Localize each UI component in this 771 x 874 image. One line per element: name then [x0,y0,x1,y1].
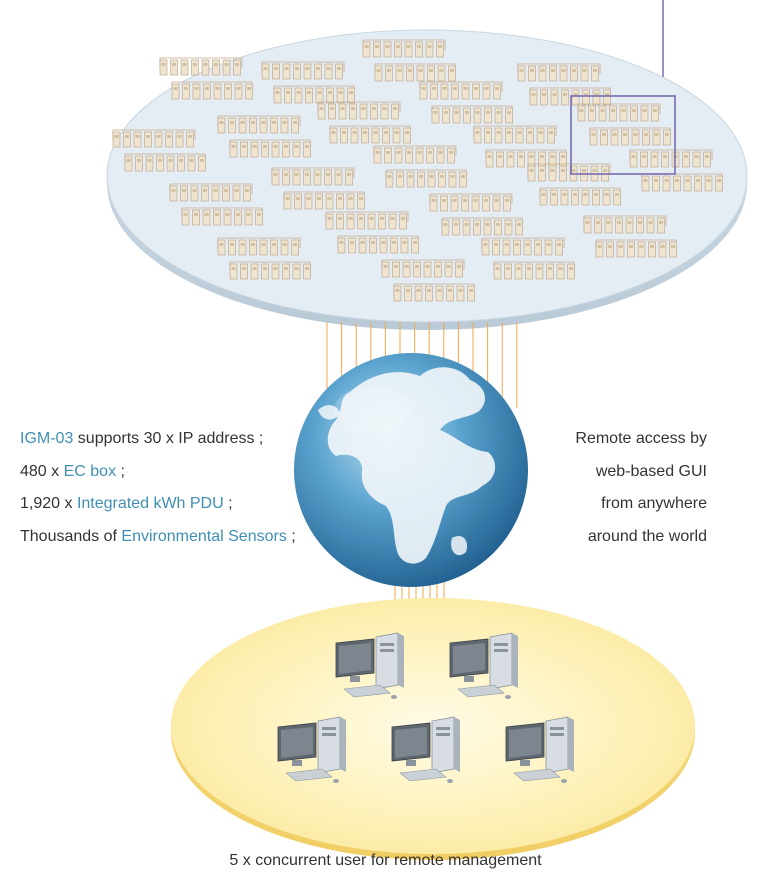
sensors-label: Environmental Sensors [121,528,287,545]
workstations [277,632,574,783]
pdu-line: 1,920 x Integrated kWh PDU ; [20,495,233,513]
globe-icon [294,353,528,587]
rack-cabinet-icon [159,57,253,100]
desktop-computer-icon [505,716,574,783]
rack-cabinet-icon [217,115,311,158]
model-name: IGM-03 [20,430,74,447]
desktop-computer-icon [449,632,518,699]
rack-groups [112,39,723,302]
ip-capacity-line: IGM-03 supports 30 x IP address ; [20,430,263,448]
rack-cabinet-icon [429,193,523,236]
pdu-label: Integrated kWh PDU [76,495,224,512]
device-disc [106,29,748,330]
ec-box-label: EC box [63,463,117,480]
rack-cabinet-icon [112,129,206,172]
rack-cabinet-icon [583,215,677,258]
desktop-computer-icon [277,716,346,783]
sensors-count: Thousands of [20,528,122,545]
rack-cabinet-icon [271,167,365,210]
rack-cabinet-icon [629,149,723,192]
rack-cabinet-icon [217,237,311,280]
rack-cabinet-icon [325,211,419,254]
remote-access-line-3: from anywhere [601,495,707,512]
desktop-computer-icon [335,632,404,699]
pdu-count: 1,920 x [20,495,77,512]
rack-cabinet-icon [419,81,513,124]
rack-cabinet-icon [481,237,575,280]
rack-cabinet-icon [261,61,355,104]
pdu-suffix: ; [223,495,233,512]
rack-cabinet-icon [317,101,411,144]
sensors-line: Thousands of Environmental Sensors ; [20,528,296,546]
ip-capacity-text: supports 30 x IP address ; [73,430,264,447]
rack-cabinet-icon [517,63,611,106]
ec-box-count: 480 x [20,463,64,480]
selection-frame [570,95,676,175]
remote-access-line-4: around the world [587,528,707,545]
user-disc [171,598,695,860]
rack-cabinet-icon [373,145,467,188]
rack-cabinet-icon [169,183,263,226]
ec-box-suffix: ; [116,463,125,480]
remote-access-line-2: web-based GUI [595,463,707,480]
rack-cabinet-icon [577,103,671,146]
caption: 5 x concurrent user for remote managemen… [229,852,542,869]
rack-cabinet-icon [381,259,475,302]
rack-cabinet-icon [473,125,567,168]
desktop-computer-icon [391,716,460,783]
sensors-suffix: ; [286,528,296,545]
rack-cabinet-icon [362,39,456,82]
remote-access-line-1: Remote access by [575,430,707,447]
ec-box-line: 480 x EC box ; [20,463,125,481]
